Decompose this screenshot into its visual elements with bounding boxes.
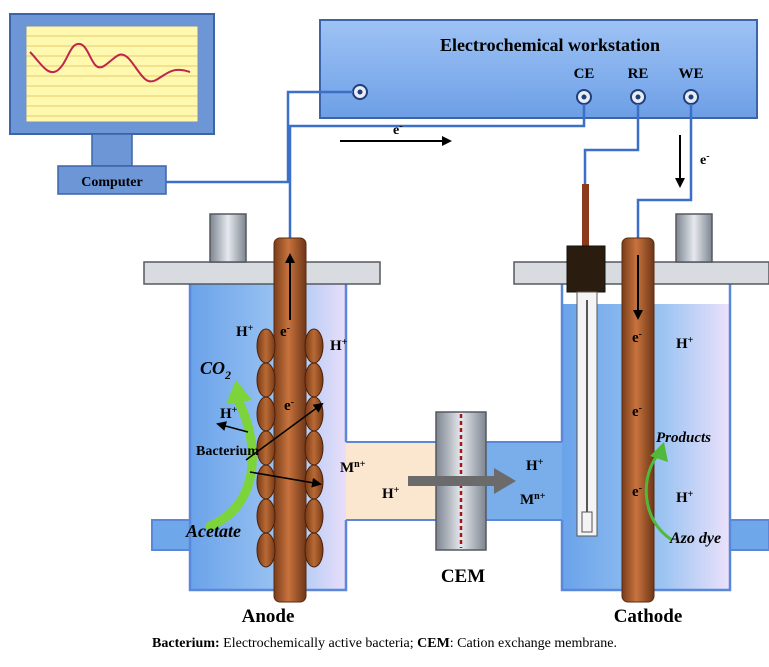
wire-we — [636, 104, 693, 240]
cathode-proton-label-1: H+ — [676, 335, 694, 352]
anode-lid — [143, 261, 381, 285]
screen-signal-curve — [29, 42, 191, 83]
anode-proton-label-2: H+ — [330, 337, 348, 354]
anode-proton-label-3: H+ — [220, 405, 238, 422]
anode-foot — [151, 519, 191, 551]
monitor-screen — [25, 25, 199, 123]
anode-electron-label-1: e- — [280, 323, 290, 340]
monitor-neck — [91, 133, 133, 167]
caption-def-cem: : Cation exchange membrane. — [449, 636, 617, 651]
azo-dye-label: Azo dye — [669, 530, 721, 547]
anode-wall — [188, 284, 348, 592]
computer-base — [57, 165, 167, 195]
wires — [166, 90, 693, 240]
proton-label-bridge-left: H+ — [382, 485, 400, 502]
cathode-port — [675, 213, 713, 263]
bacterium-pointer-lines — [216, 402, 324, 488]
acetate-label: Acetate — [185, 521, 241, 541]
terminal-label-ce: CE — [574, 66, 595, 82]
anode-proton-label-1: H+ — [236, 323, 254, 340]
reference-electrode — [566, 184, 606, 537]
cathode-electron-label-3: e- — [632, 483, 642, 500]
electrochemical-workstation: Electrochemical workstation CE RE WE — [319, 19, 758, 119]
wire-computer — [166, 90, 353, 184]
cem-label: CEM — [441, 566, 485, 587]
figure-caption: Bacterium: Electrochemically active bact… — [0, 636, 769, 652]
electron-label-top: e- — [393, 121, 403, 138]
cathode-electron-label-2: e- — [632, 403, 642, 420]
cathode-foot — [729, 519, 769, 551]
anode-port — [209, 213, 247, 263]
caption-def-bacterium: Electrochemically active bacteria; — [219, 636, 418, 651]
co2-label: CO2 — [200, 358, 231, 382]
terminal-label-we: WE — [678, 66, 703, 82]
products-label: Products — [656, 430, 711, 446]
anode-electron-label-2: e- — [284, 397, 294, 414]
workstation-box — [319, 19, 758, 119]
proton-label-bridge-right: H+ — [526, 457, 544, 474]
cathode-reaction-arrow — [644, 450, 673, 542]
screen-grid-lines — [26, 35, 198, 117]
metal-ion-label-left: Mn+ — [340, 459, 366, 476]
caption-term-cem: CEM — [417, 636, 450, 651]
wire-ce — [288, 104, 586, 240]
wire-re — [583, 104, 640, 190]
bacterium-label: Bacterium — [196, 444, 259, 459]
computer-label: Computer — [81, 175, 142, 190]
anode-reaction-arrow — [205, 395, 257, 531]
caption-term-bacterium: Bacterium: — [152, 636, 220, 651]
cathode-label: Cathode — [614, 606, 683, 627]
anode-label: Anode — [242, 606, 295, 627]
terminal-label-re: RE — [628, 66, 649, 82]
cathode-proton-label-2: H+ — [676, 489, 694, 506]
ion-transport-arrow — [408, 468, 516, 494]
cathode-electrode — [621, 237, 655, 603]
cathode-electron-label-1: e- — [632, 329, 642, 346]
workstation-title: Electrochemical workstation — [440, 35, 660, 55]
computer: Computer — [9, 13, 215, 195]
electron-label-we: e- — [700, 151, 710, 168]
metal-ion-label-right: Mn+ — [520, 491, 546, 508]
